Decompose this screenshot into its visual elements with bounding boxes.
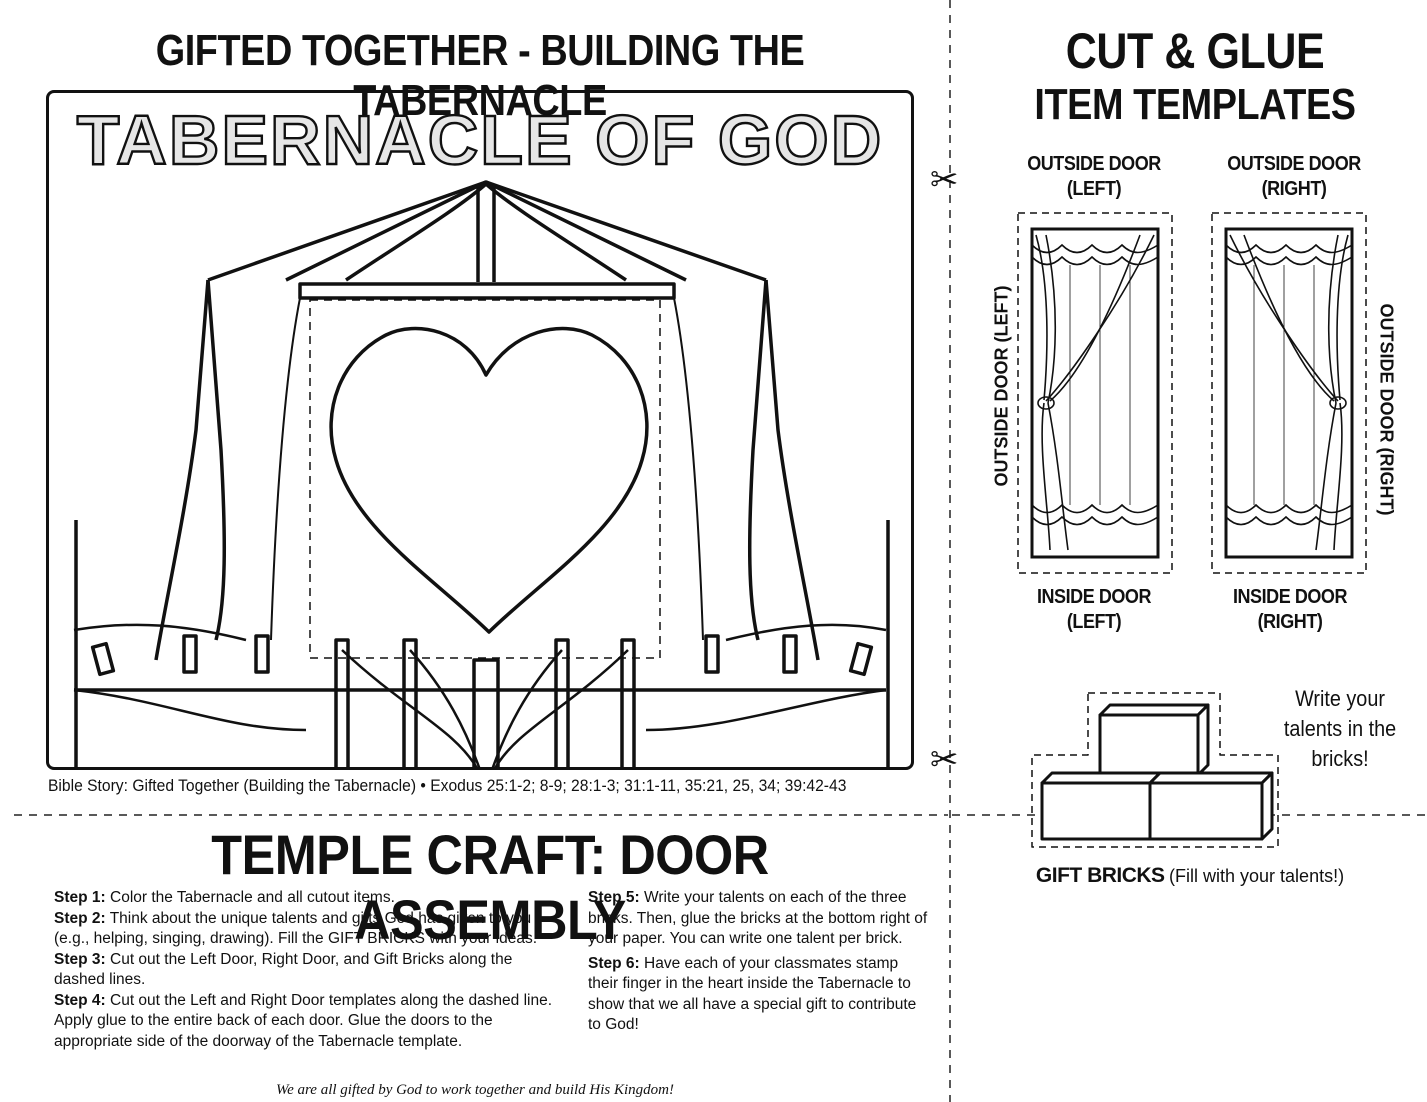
step-item: Step 4: Cut out the Left and Right Door … xyxy=(54,991,553,1050)
tent-roof xyxy=(207,180,767,282)
tent-left-wall xyxy=(154,279,210,661)
page-title: GIFTED TOGETHER - BUILDING THE TABERNACL… xyxy=(155,26,805,125)
curtain-rod xyxy=(298,282,676,300)
scissors-icon: ✂ xyxy=(930,741,959,779)
cut-glue-title-line1: CUT & GLUE xyxy=(1065,23,1325,79)
tabernacle-banner-text: TABERNACLE OF GOD xyxy=(77,101,884,176)
gift-bricks xyxy=(1031,692,1279,848)
brick xyxy=(1040,771,1162,841)
door-templates xyxy=(1017,212,1367,574)
gift-bricks-label: GIFT BRICKS (Fill with your talents!) xyxy=(1035,864,1345,887)
footer-message: We are all gifted by God to work togethe… xyxy=(275,1082,675,1098)
craft-title: TEMPLE CRAFT: DOOR ASSEMBLY xyxy=(211,823,769,951)
brick xyxy=(1148,771,1274,841)
door-opening xyxy=(309,299,661,659)
brick xyxy=(1098,703,1210,777)
right-door-template xyxy=(1211,212,1367,574)
left-door-side-label: OUTSIDE DOOR (LEFT) xyxy=(991,285,1012,487)
step-item: Step 5: Write your talents on each of th… xyxy=(588,889,928,947)
scissors-icon: ✂ xyxy=(930,161,959,199)
right-door-top-label: OUTSIDE DOOR (RIGHT) xyxy=(1227,153,1361,200)
talents-note: Write your talents in the bricks! xyxy=(1283,686,1397,771)
right-door-side-label: OUTSIDE DOOR (RIGHT) xyxy=(1376,303,1397,516)
left-door-bottom-label: INSIDE DOOR (LEFT) xyxy=(1036,586,1152,633)
bible-reference: Bible Story: Gifted Together (Building t… xyxy=(48,776,847,795)
step-item: Step 1: Color the Tabernacle and all cut… xyxy=(54,889,395,906)
step-item: Step 3: Cut out the Left Door, Right Doo… xyxy=(54,950,513,989)
right-door-bottom-label: INSIDE DOOR (RIGHT) xyxy=(1232,586,1348,633)
left-door-top-label: OUTSIDE DOOR (LEFT) xyxy=(1027,153,1161,200)
left-door-template xyxy=(1017,212,1173,574)
tent-right-wall xyxy=(764,279,820,661)
tabernacle-drawing xyxy=(73,180,890,770)
heart-shape xyxy=(329,326,649,634)
steps-right: Step 5: Write your talents on each of th… xyxy=(588,888,928,1036)
steps-left: Step 1: Color the Tabernacle and all cut… xyxy=(54,888,554,1052)
step-item: Step 2: Think about the unique talents a… xyxy=(54,909,538,948)
step-item: Step 6: Have each of your classmates sta… xyxy=(588,954,917,1034)
cut-glue-title-line2: ITEM TEMPLATES xyxy=(1034,80,1356,129)
tabernacle-banner: TABERNACLE OF GOD xyxy=(76,100,884,176)
cut-glue-title: CUT & GLUE ITEM TEMPLATES xyxy=(1010,24,1380,132)
